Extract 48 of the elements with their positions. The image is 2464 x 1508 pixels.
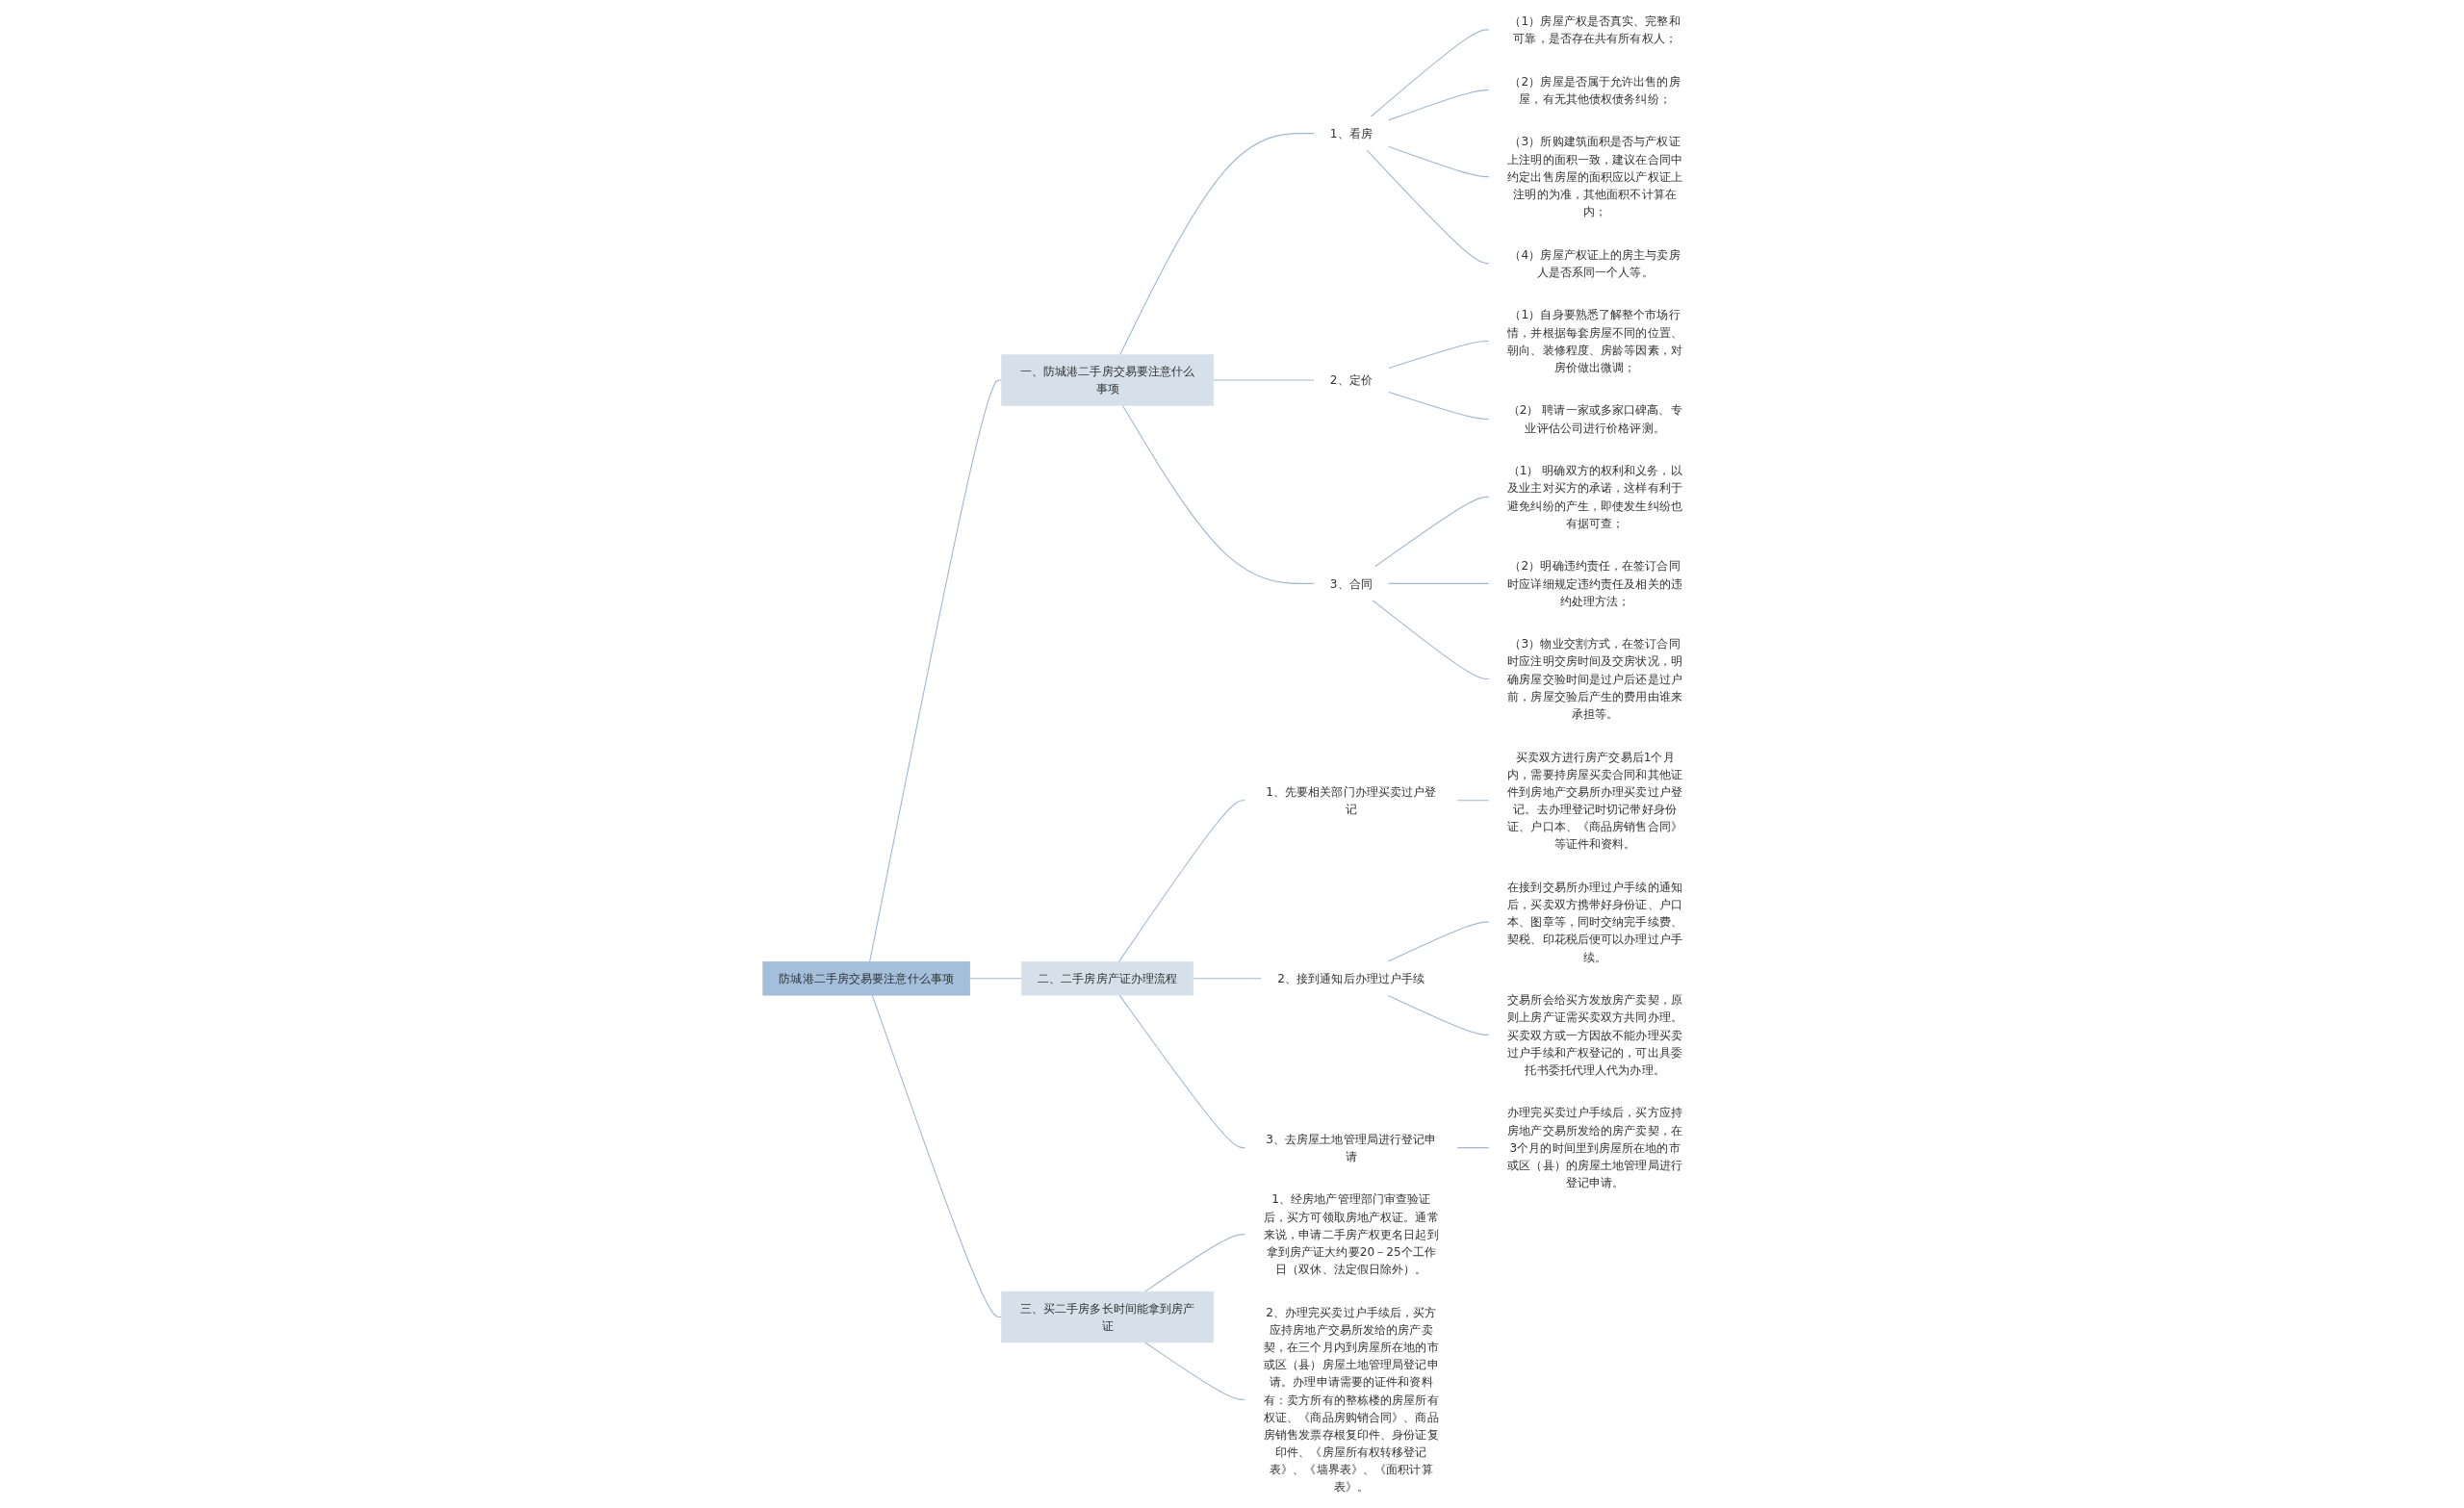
node-text: 2、接到通知后办理过户手续 bbox=[1277, 971, 1425, 985]
node-box: 防城港二手房交易要注意什么事项 bbox=[762, 961, 970, 996]
node-text: 3、去房屋土地管理局进行登记申请 bbox=[1266, 1132, 1437, 1163]
node-text: （2） 聘请一家或多家口碑高、专业评估公司进行价格评测。 bbox=[1507, 403, 1682, 435]
connector bbox=[1372, 600, 1490, 679]
node-text: 1、先要相关部门办理买卖过户登记 bbox=[1266, 784, 1437, 816]
connector bbox=[1119, 133, 1315, 356]
node-text: 买卖双方进行房产交易后1个月内，需要持房屋买卖合同和其他证件到房地产交易所办理买卖过户登记。去办理登记时切记带好身份证、户口本、《商品房销售合同》等证件和资料。 bbox=[1507, 750, 1682, 852]
connector bbox=[1118, 994, 1246, 1149]
connector bbox=[871, 994, 1003, 1318]
connector bbox=[1373, 496, 1490, 568]
connector bbox=[1117, 800, 1246, 962]
connector bbox=[1121, 404, 1315, 584]
node-text: 1、经房地产管理部门审查验证后，买方可领取房地产权证。通常来说，申请二手房产权更名日起到拿到房产证大约要20－25个工作日（双休、法定假日除外）。 bbox=[1264, 1192, 1439, 1276]
node-text: 交易所会给买方发放房产卖契，原则上房产证需买卖双方共同办理。买卖双方或一方因故不能办理买卖过户手续和产权登记的，可出具委托书委托代理人代为办理。 bbox=[1507, 993, 1682, 1077]
connector bbox=[1387, 145, 1490, 178]
node-text: 2、办理完买卖过户手续后，买方应持房地产交易所发给的房产卖契，在三个月内到房屋所在地的市或区（县）房屋土地管理局登记申请。办理申请需要的证件和资料有：卖方所有的整栋楼的房屋所有权证、《商品房购销合同》、商品房销售发票存根复印件、身份证复印件、《房屋所有权转移登记表》、《墙界表》、《面积计算表》。 bbox=[1264, 1305, 1439, 1495]
connector bbox=[1387, 391, 1490, 420]
connector bbox=[1144, 1342, 1246, 1400]
connector bbox=[1193, 978, 1263, 980]
node-box: 三、买二手房多长时间能拿到房产证 bbox=[1001, 1291, 1214, 1343]
node-text: （4）房屋产权证上的房主与卖房人是否系同一个人等。 bbox=[1509, 247, 1681, 279]
connector bbox=[1386, 921, 1490, 962]
connector bbox=[968, 978, 1022, 980]
node-text: （1） 明确双方的权利和义务，以及业主对买方的承诺，这样有利于避免纠纷的产生，即使发生纠纷也有据可查； bbox=[1507, 464, 1682, 530]
node-text: （1）房屋产权是否真实、完整和可靠，是否存在共有所有权人； bbox=[1509, 13, 1681, 45]
node-text: 在接到交易所办理过户手续的通知后，买卖双方携带好身份证、户口本、图章等，同时交纳完手续费、契税、印花税后便可以办理过户手续。 bbox=[1507, 880, 1682, 964]
node-text: （3）所购建筑面积是否与产权证上注明的面积一致，建议在合同中约定出售房屋的面积应以产权证上注明的为准，其他面积不计算在内； bbox=[1507, 135, 1682, 218]
node-text: 1、看房 bbox=[1329, 126, 1373, 141]
node-box: 一、防城港二手房交易要注意什么事项 bbox=[1001, 354, 1214, 406]
connector bbox=[1144, 1234, 1246, 1292]
connector bbox=[1366, 149, 1490, 265]
node-text: 办理完买卖过户手续后，买方应持房地产交易所发给的房产卖契，在3个月的时间里到房屋所在地的市或区（县）的房屋土地管理局进行登记申请。 bbox=[1507, 1106, 1682, 1189]
connector bbox=[1387, 340, 1490, 370]
connector bbox=[869, 379, 1003, 962]
connector bbox=[1387, 89, 1490, 121]
node-text: （1）自身要熟悉了解整个市场行情，并根据每套房屋不同的位置、朝向、装修程度、房龄等因素，对房价做出微调； bbox=[1507, 308, 1682, 374]
node-text: （2）房屋是否属于允许出售的房屋，有无其他债权债务纠纷； bbox=[1509, 74, 1681, 106]
connector bbox=[1370, 29, 1490, 117]
node-text: 2、定价 bbox=[1329, 373, 1373, 387]
connector bbox=[1456, 1147, 1490, 1149]
node-text: 3、合同 bbox=[1329, 576, 1373, 591]
connector bbox=[1456, 800, 1490, 802]
connector bbox=[1387, 582, 1490, 584]
connector bbox=[1213, 379, 1315, 381]
node-text: （3）物业交割方式，在签订合同时应注明交房时间及交房状况，明确房屋交验时间是过户后还是过户前，房屋交验后产生的费用由谁来承担等。 bbox=[1507, 637, 1682, 721]
node-box: 二、二手房房产证办理流程 bbox=[1021, 961, 1194, 996]
node-text: （2）明确违约责任，在签订合同时应详细规定违约责任及相关的违约处理方法； bbox=[1507, 559, 1682, 608]
